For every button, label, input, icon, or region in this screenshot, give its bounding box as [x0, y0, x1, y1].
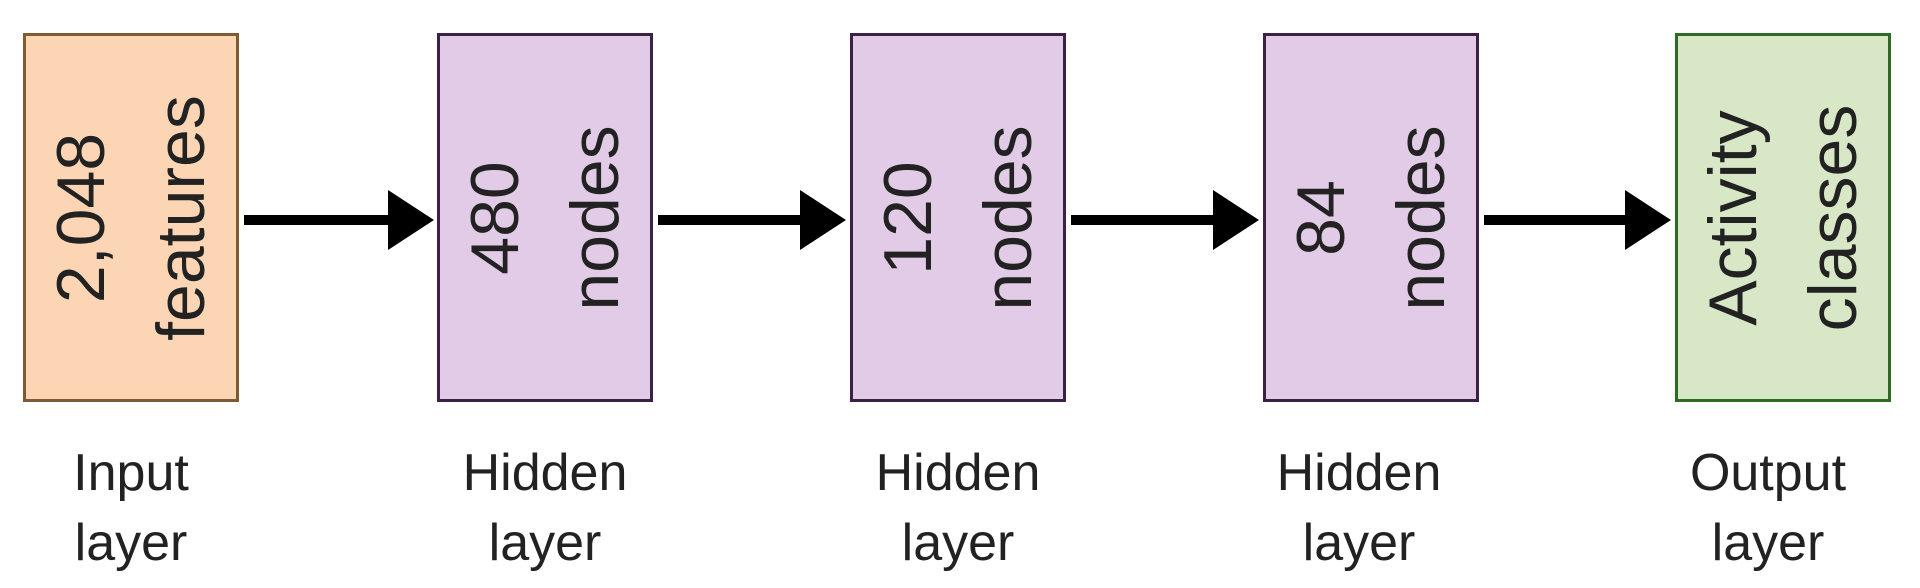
hidden-layer-3-caption-line2: layer [1302, 514, 1416, 572]
arrow-hidden-3-to-output [1484, 190, 1671, 250]
hidden-layer-2-text: 120 nodes [858, 125, 1058, 310]
hidden-layer-1-box: 480 nodes [437, 33, 653, 402]
input-layer-caption: Input layer [11, 438, 251, 578]
hidden-layer-3-caption-line1: Hidden [1276, 444, 1442, 502]
input-layer-caption-line1: Input [73, 444, 189, 502]
hidden-layer-1-caption-line1: Hidden [462, 444, 628, 502]
arrow-hidden-2-to-hidden-3 [1071, 190, 1259, 250]
hidden-layer-1-text: 480 nodes [445, 125, 645, 310]
hidden-layer-2-box: 120 nodes [850, 33, 1066, 402]
arrow-head-icon [800, 190, 846, 250]
input-layer-box-line1: 2,048 [43, 132, 119, 303]
output-layer-text: Activity classes [1683, 104, 1883, 331]
hidden-layer-2-box-line1: 120 [870, 160, 946, 275]
input-layer-caption-line2: layer [74, 514, 188, 572]
output-layer-box-line2: classes [1795, 104, 1871, 331]
output-layer-caption-line1: Output [1689, 444, 1847, 502]
arrow-head-icon [1625, 190, 1671, 250]
hidden-layer-3-box-line1: 84 [1283, 179, 1359, 256]
input-layer-box-line2: features [143, 94, 219, 341]
hidden-layer-1-box-line2: nodes [557, 124, 633, 311]
hidden-layer-3-box-line2: nodes [1383, 124, 1459, 311]
hidden-layer-3-text: 84 nodes [1271, 125, 1471, 310]
hidden-layer-1-caption-line2: layer [488, 514, 602, 572]
hidden-layer-2-box-line2: nodes [970, 124, 1046, 311]
input-layer-text: 2,048 features [31, 95, 231, 341]
hidden-layer-2-caption-line2: layer [901, 514, 1015, 572]
hidden-layer-1-caption: Hidden layer [425, 438, 665, 578]
output-layer-caption: Output layer [1648, 438, 1888, 578]
arrow-head-icon [388, 190, 434, 250]
hidden-layer-2-caption-line1: Hidden [875, 444, 1041, 502]
hidden-layer-3-box: 84 nodes [1263, 33, 1479, 402]
hidden-layer-3-caption: Hidden layer [1239, 438, 1479, 578]
output-layer-box: Activity classes [1675, 33, 1891, 402]
hidden-layer-2-caption: Hidden layer [838, 438, 1078, 578]
arrow-head-icon [1213, 190, 1259, 250]
arrow-hidden-1-to-hidden-2 [658, 190, 846, 250]
hidden-layer-1-box-line1: 480 [457, 160, 533, 275]
input-layer-box: 2,048 features [23, 33, 239, 402]
output-layer-box-line1: Activity [1695, 109, 1771, 326]
arrow-input-to-hidden-1 [244, 190, 434, 250]
output-layer-caption-line2: layer [1711, 514, 1825, 572]
